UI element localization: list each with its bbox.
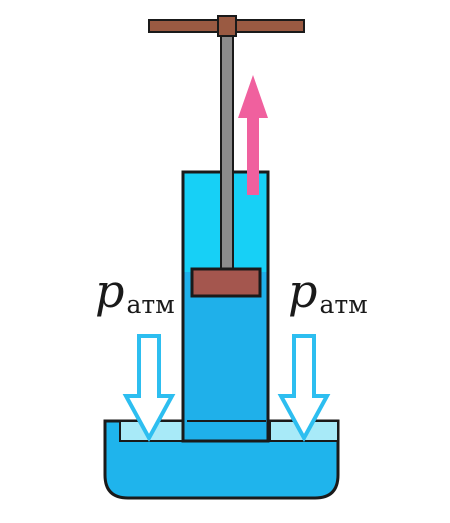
pump-handle-assembly	[148, 15, 305, 274]
cylinder-water-column	[183, 272, 268, 441]
upward-motion-arrow	[238, 75, 268, 195]
pressure-symbol: p	[95, 264, 125, 318]
atmospheric-pressure-arrow-right	[277, 334, 331, 443]
pressure-symbol: p	[288, 264, 318, 318]
atmospheric-pressure-label-left: pатм	[95, 268, 175, 317]
pressure-subscript: атм	[319, 290, 368, 319]
atmospheric-pressure-arrow-left	[122, 334, 176, 443]
pump-piston	[190, 267, 262, 298]
pump-rod	[220, 29, 234, 274]
pressure-subscript: атм	[126, 290, 175, 319]
atmospheric-pressure-label-right: pатм	[288, 268, 368, 317]
pump-handle-joint	[217, 15, 237, 37]
